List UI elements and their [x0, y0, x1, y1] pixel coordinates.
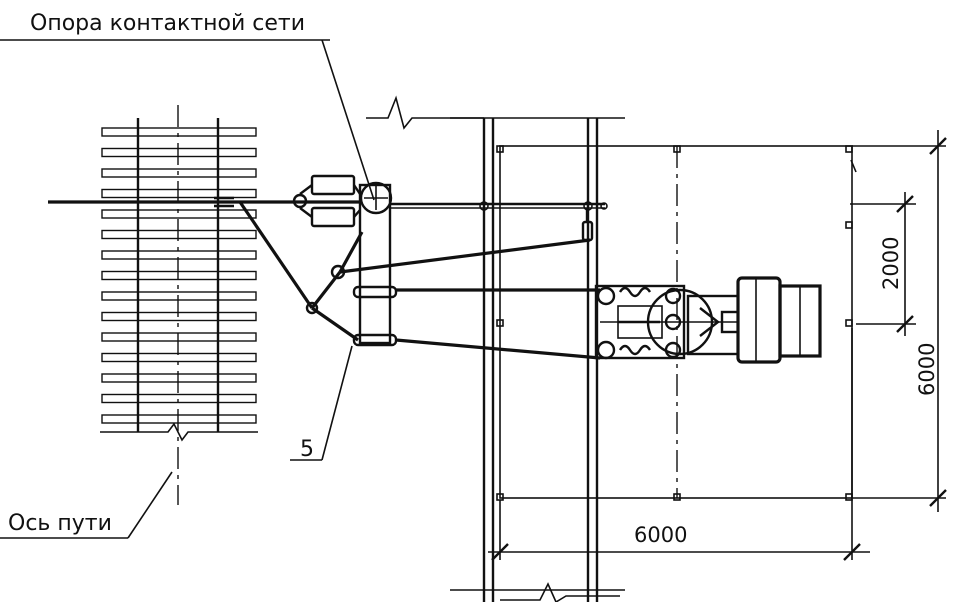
- track-sleeper: [101, 393, 257, 404]
- item-number-label: 5: [300, 437, 314, 462]
- track-sleeper: [101, 168, 257, 178]
- catenary-support-pole: [352, 181, 398, 347]
- dimension-inner-2000: 2000: [879, 237, 903, 290]
- track-sleeper: [101, 229, 257, 240]
- dimension-lines: [488, 130, 947, 561]
- dimension-right-6000: 6000: [915, 343, 939, 396]
- track-sleepers: [101, 127, 257, 424]
- track-sleeper: [101, 188, 257, 199]
- drive-mechanism: [594, 276, 822, 364]
- track-sleeper: [101, 127, 257, 137]
- leader-lines: [0, 39, 375, 539]
- track-sleeper: [101, 250, 257, 260]
- track-sleeper: [101, 209, 257, 219]
- track-sleeper: [101, 291, 257, 301]
- track-sleeper: [101, 311, 257, 322]
- track-sleeper: [101, 332, 257, 342]
- track-sleeper: [101, 270, 257, 281]
- track-sleeper: [101, 352, 257, 363]
- track-sleeper: [101, 414, 257, 424]
- track-axis-label: Ось пути: [8, 511, 112, 536]
- railway-track: [100, 105, 258, 505]
- platform-outline: [366, 95, 857, 602]
- track-sleeper: [101, 373, 257, 383]
- dimension-bottom-6000: 6000: [634, 523, 687, 547]
- track-sleeper: [101, 147, 257, 158]
- drive-rods: [214, 196, 601, 360]
- catenary-support-label: Опора контактной сети: [30, 11, 305, 36]
